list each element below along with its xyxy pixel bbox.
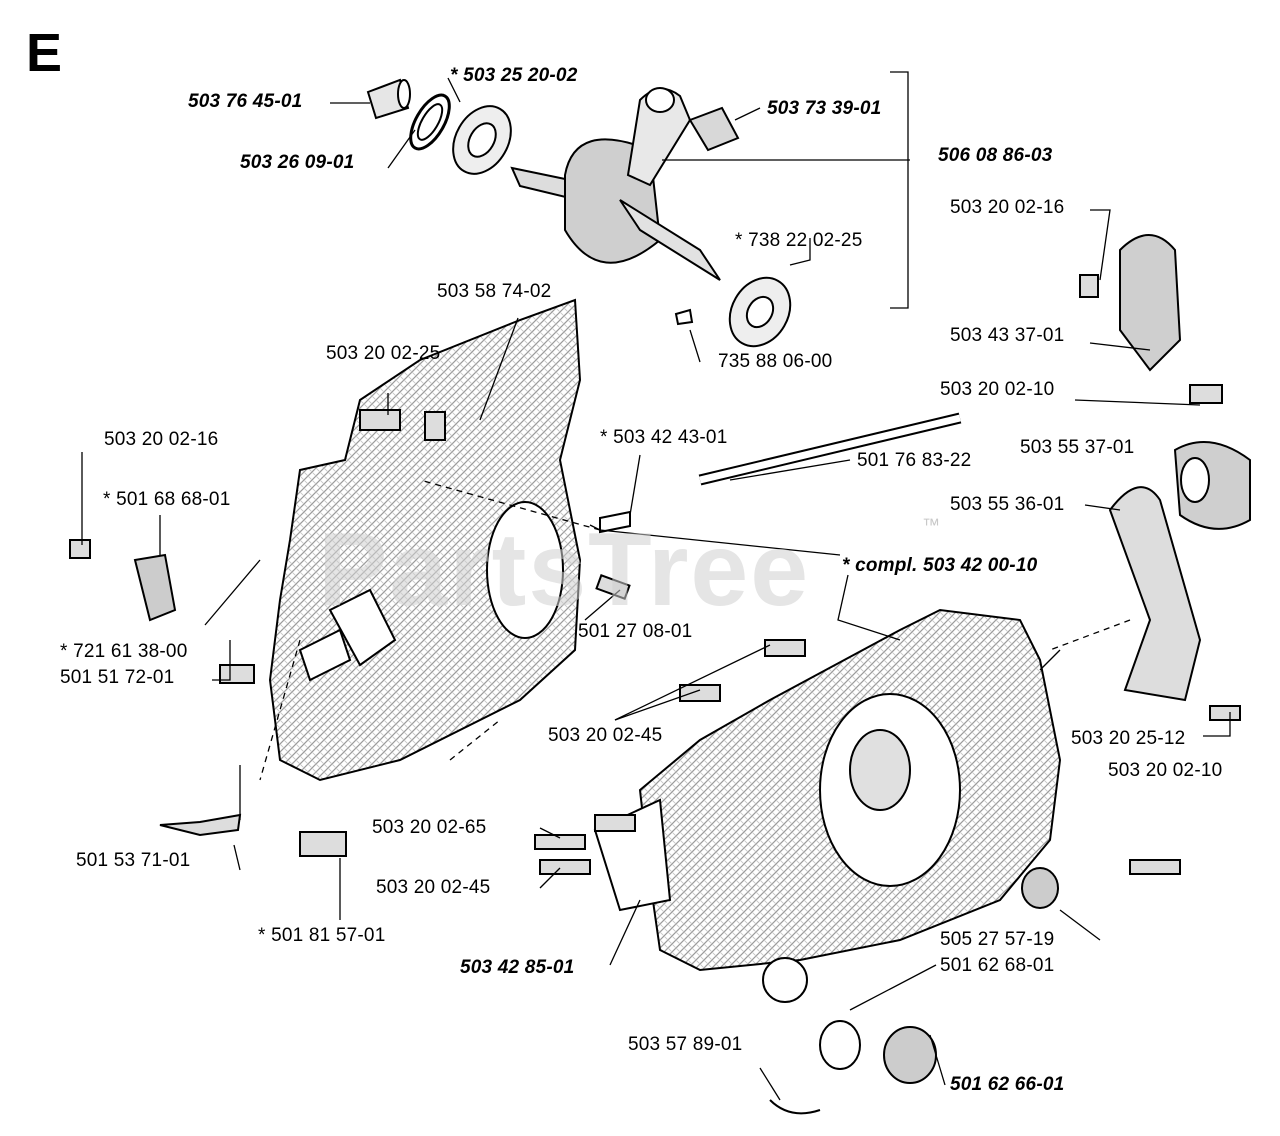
part-label: 501 53 71-01 (76, 850, 191, 871)
part-label: 503 26 09-01 (240, 152, 355, 173)
part-label: 501 62 66-01 (950, 1074, 1065, 1095)
part-label: 503 20 02-10 (1108, 760, 1223, 781)
small-hardware (69, 234, 1251, 1115)
part-label: 506 08 86-03 (938, 145, 1053, 166)
part-label: 735 88 06-00 (718, 351, 833, 372)
part-label: * 503 42 43-01 (600, 427, 728, 448)
part-label: 503 42 85-01 (460, 957, 575, 978)
watermark-text: PartsTree (318, 512, 811, 628)
part-label: 501 62 68-01 (940, 955, 1055, 976)
part-label: 501 51 72-01 (60, 667, 175, 688)
part-label: 503 20 02-10 (940, 379, 1055, 400)
leader-lines (81, 71, 1231, 1101)
part-label: 503 55 37-01 (1020, 437, 1135, 458)
part-label: 505 27 57-19 (940, 929, 1055, 950)
crankcase-left-half (268, 298, 582, 782)
crankshaft-assembly (366, 78, 792, 348)
part-label: 503 43 37-01 (950, 325, 1065, 346)
part-label: * 501 81 57-01 (258, 925, 386, 946)
part-label: * compl. 503 42 00-10 (842, 555, 1038, 576)
part-label: 503 58 74-02 (437, 281, 552, 302)
part-label: 503 57 89-01 (628, 1034, 743, 1055)
part-label: * 503 25 20-02 (450, 65, 578, 86)
part-label: 503 20 02-16 (950, 197, 1065, 218)
section-letter: E (26, 23, 63, 83)
part-label: 503 20 02-16 (104, 429, 219, 450)
part-label: 503 73 39-01 (767, 98, 882, 119)
part-label: 503 20 02-45 (376, 877, 491, 898)
part-label: 501 27 08-01 (578, 621, 693, 642)
part-label: 503 76 45-01 (188, 91, 303, 112)
part-label: 503 20 02-65 (372, 817, 487, 838)
part-label: 503 20 02-25 (326, 343, 441, 364)
part-label: 503 55 36-01 (950, 494, 1065, 515)
part-label: 503 20 02-45 (548, 725, 663, 746)
watermark-trademark: ™ (922, 515, 940, 535)
part-label: 503 20 25-12 (1071, 728, 1186, 749)
part-label: * 721 61 38-00 (60, 641, 188, 662)
part-label: * 738 22 02-25 (735, 230, 863, 251)
part-label: 501 76 83-22 (857, 450, 972, 471)
part-label: * 501 68 68-01 (103, 489, 231, 510)
